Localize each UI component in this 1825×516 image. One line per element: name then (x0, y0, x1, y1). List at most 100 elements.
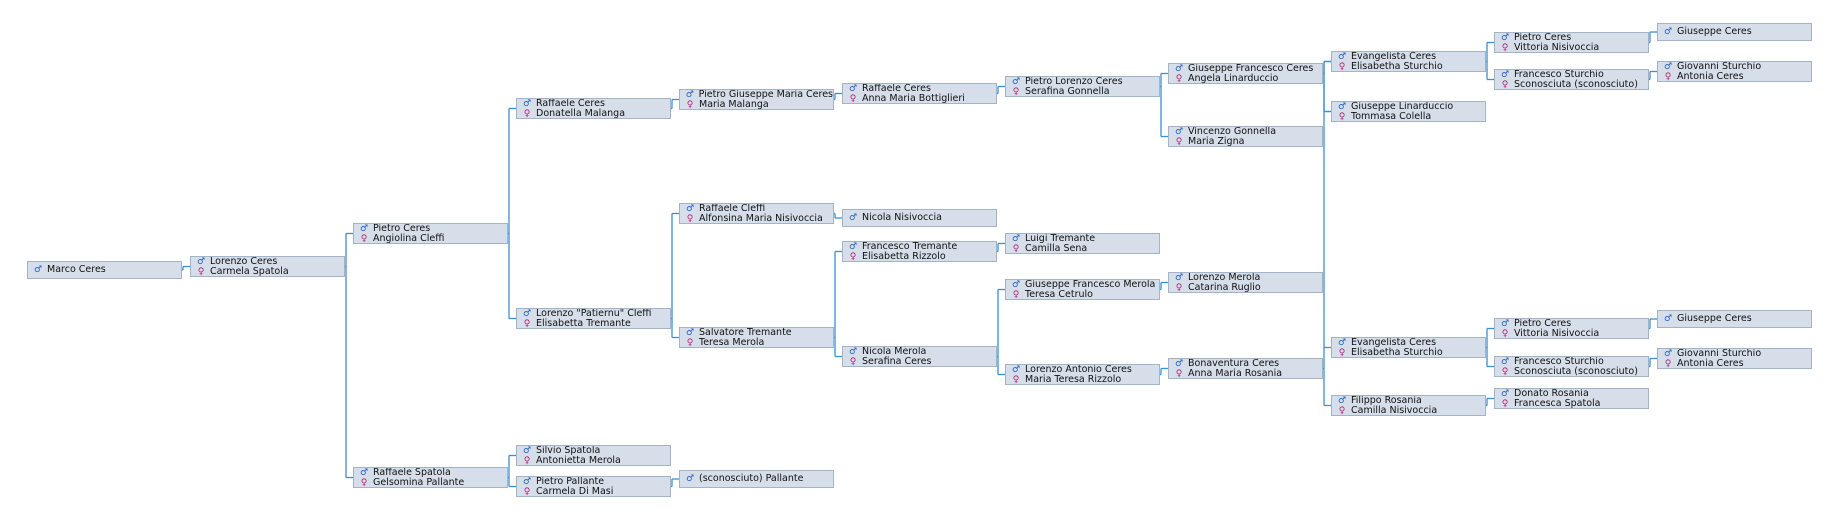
person-box-lormerola[interactable]: ♂Lorenzo Merola♀Catarina Ruglio (1168, 272, 1323, 293)
person-box-pietropall[interactable]: ♂Pietro Pallante♀Carmela Di Masi (516, 476, 671, 497)
male-name: Evangelista Ceres (1351, 51, 1437, 62)
female-name: Antonia Ceres (1677, 71, 1744, 82)
male-icon: ♂ (522, 446, 532, 456)
male-name: Raffaele Ceres (536, 98, 605, 109)
female-icon: ♀ (1175, 283, 1183, 293)
female-name: Maria Malanga (699, 99, 769, 110)
person-box-pietro1[interactable]: ♂Pietro Ceres♀Angiolina Cleffi (353, 223, 508, 244)
person-box-scpall[interactable]: ♂ (sconosciuto) Pallante (679, 470, 834, 488)
person-box-giovst2[interactable]: ♂Giovanni Sturchio♀Antonia Ceres (1657, 348, 1812, 369)
person-box-raffcleffi[interactable]: ♂Raffaele Cleffi♀Alfonsina Maria Nisivoc… (679, 203, 834, 224)
person-box-giufrmer[interactable]: ♂Giuseppe Francesco Merola♀Teresa Cetrul… (1005, 279, 1160, 300)
female-icon: ♀ (523, 456, 531, 466)
female-name: Elisabetta Tremante (536, 318, 631, 329)
person-box-nicolanis[interactable]: ♂Nicola Nisivoccia (842, 209, 997, 227)
female-row: ♀Vittoria Nisivoccia (1495, 329, 1648, 339)
female-name: Vittoria Nisivoccia (1514, 42, 1600, 53)
female-icon: ♀ (1664, 72, 1672, 82)
person-box-giufrceres[interactable]: ♂Giuseppe Francesco Ceres♀Angela Linardu… (1168, 63, 1323, 84)
person-box-giuceres1[interactable]: ♂Giuseppe Ceres (1657, 23, 1812, 41)
female-icon: ♀ (1012, 244, 1020, 254)
person-box-pietroc1[interactable]: ♂Pietro Ceres♀Vittoria Nisivoccia (1494, 32, 1649, 53)
male-row: ♂Giovanni Sturchio (1658, 349, 1811, 359)
person-box-francst2[interactable]: ♂Francesco Sturchio♀Sconosciuta (sconosc… (1494, 356, 1649, 377)
female-row: ♀Teresa Cetrulo (1006, 290, 1159, 300)
female-name: Angela Linarduccio (1188, 73, 1279, 84)
male-icon: ♂ (522, 477, 532, 487)
male-row: ♂Francesco Tremante (843, 242, 996, 252)
person-box-nicolamer[interactable]: ♂Nicola Merola♀Serafina Ceres (842, 346, 997, 367)
male-icon: ♂ (685, 474, 695, 484)
male-row: ♂Giuseppe Linarduccio (1332, 102, 1485, 112)
female-icon: ♀ (1501, 367, 1509, 377)
person-box-marco[interactable]: ♂Marco Ceres (27, 261, 182, 279)
person-box-lorenzo[interactable]: ♂Lorenzo Ceres♀Carmela Spatola (190, 256, 345, 277)
male-icon: ♂ (685, 204, 695, 214)
female-row: ♀Angiolina Cleffi (354, 234, 507, 244)
male-name: Giuseppe Francesco Merola (1025, 279, 1156, 290)
female-name: Anna Maria Bottiglieri (862, 93, 965, 104)
female-row: ♀Antonia Ceres (1658, 359, 1811, 369)
person-box-evang1[interactable]: ♂Evangelista Ceres♀Elisabetha Sturchio (1331, 51, 1486, 72)
male-icon: ♂ (522, 309, 532, 319)
male-name: Nicola Merola (862, 346, 927, 357)
person-box-donato[interactable]: ♂Donato Rosania♀Francesca Spatola (1494, 388, 1649, 409)
person-box-pietroc2[interactable]: ♂Pietro Ceres♀Vittoria Nisivoccia (1494, 318, 1649, 339)
male-name: Lorenzo Ceres (210, 256, 278, 267)
male-row: ♂Salvatore Tremante (680, 328, 833, 338)
person-box-bonaventura[interactable]: ♂Bonaventura Ceres♀Anna Maria Rosania (1168, 358, 1323, 379)
female-icon: ♀ (197, 267, 205, 277)
male-name: Giovanni Sturchio (1677, 61, 1762, 72)
male-row: ♂Bonaventura Ceres (1169, 359, 1322, 369)
person-box-raffceres2[interactable]: ♂Raffaele Ceres♀Anna Maria Bottiglieri (842, 83, 997, 104)
female-row: ♀Serafina Ceres (843, 357, 996, 367)
male-name: Lorenzo Merola (1188, 272, 1261, 283)
person-box-filippo[interactable]: ♂Filippo Rosania♀Camilla Nisivoccia (1331, 395, 1486, 416)
person-box-francesco[interactable]: ♂Francesco Tremante♀Elisabetta Rizzolo (842, 241, 997, 262)
person-box-pietrogiu[interactable]: ♂Pietro Giuseppe Maria Ceres♀Maria Malan… (679, 89, 834, 110)
female-icon: ♀ (849, 94, 857, 104)
male-name: Pietro Lorenzo Ceres (1025, 76, 1123, 87)
person-box-giuceres2[interactable]: ♂Giuseppe Ceres (1657, 310, 1812, 328)
person-box-pietrolor[interactable]: ♂Pietro Lorenzo Ceres♀Serafina Gonnella (1005, 76, 1160, 97)
person-box-silvio[interactable]: ♂Silvio Spatola♀Antonietta Merola (516, 445, 671, 466)
female-row: ♀Vittoria Nisivoccia (1495, 43, 1648, 53)
male-row: ♂Nicola Merola (843, 347, 996, 357)
male-row: ♂Filippo Rosania (1332, 396, 1485, 406)
person-box-giulin[interactable]: ♂Giuseppe Linarduccio♀Tommasa Colella (1331, 101, 1486, 122)
female-row: ♀Maria Malanga (680, 100, 833, 110)
male-name: Pietro Pallante (536, 476, 605, 487)
person-box-lorant[interactable]: ♂Lorenzo Antonio Ceres♀Maria Teresa Rizz… (1005, 364, 1160, 385)
male-icon: ♂ (1500, 70, 1510, 80)
female-row: ♀Camilla Nisivoccia (1332, 406, 1485, 416)
female-icon: ♀ (1338, 348, 1346, 358)
female-name: Gelsomina Pallante (373, 477, 465, 488)
female-name: Teresa Merola (699, 337, 765, 348)
male-name: Francesco Sturchio (1514, 356, 1604, 367)
male-row: ♂ Pietro Pallante (517, 477, 670, 487)
person-box-salvatore[interactable]: ♂Salvatore Tremante♀Teresa Merola (679, 327, 834, 348)
person-box-raffceres1[interactable]: ♂Raffaele Ceres♀Donatella Malanga (516, 98, 671, 119)
person-box-luigi[interactable]: ♂Luigi Tremante♀Camilla Sena (1005, 233, 1160, 254)
person-box-francst1[interactable]: ♂Francesco Sturchio♀Sconosciuta (sconosc… (1494, 69, 1649, 90)
male-icon: ♂ (848, 84, 858, 94)
female-icon: ♀ (1175, 369, 1183, 379)
female-icon: ♀ (1175, 74, 1183, 84)
male-icon: ♂ (1174, 127, 1184, 137)
male-name: Donato Rosania (1514, 388, 1589, 399)
person-box-evang2[interactable]: ♂Evangelista Ceres♀Elisabetha Sturchio (1331, 337, 1486, 358)
male-name: (sconosciuto) Pallante (699, 473, 804, 484)
female-name: Sconosciuta (sconosciuto) (1514, 79, 1638, 90)
male-name: Pietro Ceres (373, 223, 431, 234)
female-name: Vittoria Nisivoccia (1514, 328, 1600, 339)
male-icon: ♂ (196, 257, 206, 267)
male-row: ♂Pietro Ceres (1495, 319, 1648, 329)
person-box-lorcleffi[interactable]: ♂Lorenzo "Patiernu" Cleffi♀Elisabetta Tr… (516, 308, 671, 329)
female-name: Carmela Di Masi (536, 486, 614, 497)
male-icon: ♂ (1663, 349, 1673, 359)
person-box-giovst1[interactable]: ♂Giovanni Sturchio♀Antonia Ceres (1657, 61, 1812, 82)
male-icon: ♂ (1337, 52, 1347, 62)
person-box-raffspat[interactable]: ♂Raffaele Spatola♀Gelsomina Pallante (353, 467, 508, 488)
person-box-vincenzo[interactable]: ♂Vincenzo Gonnella♀Maria Zigna (1168, 126, 1323, 147)
